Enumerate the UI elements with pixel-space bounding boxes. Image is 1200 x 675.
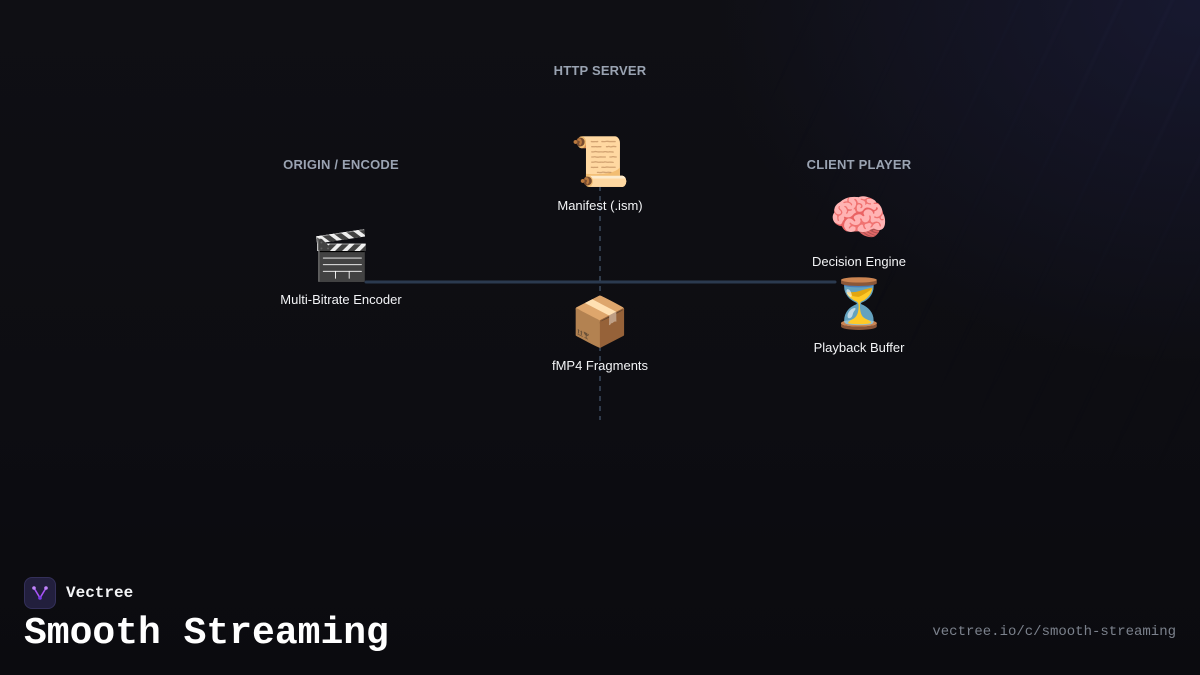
node-encoder[interactable]: 🎬 Multi-Bitrate Encoder — [241, 228, 441, 307]
hourglass-icon: ⏳ — [829, 276, 889, 332]
group-label-origin-encode: ORIGIN / ENCODE — [283, 157, 399, 172]
node-label: Decision Engine — [812, 254, 906, 269]
package-icon: 📦 — [570, 294, 630, 350]
clapperboard-icon: 🎬 — [311, 228, 371, 284]
node-manifest[interactable]: 📜 Manifest (.ism) — [500, 134, 700, 213]
node-label: Manifest (.ism) — [557, 198, 643, 213]
node-label: Multi-Bitrate Encoder — [280, 292, 402, 307]
scroll-icon: 📜 — [570, 134, 630, 190]
node-fragments[interactable]: 📦 fMP4 Fragments — [500, 294, 700, 373]
group-label-http-server: HTTP SERVER — [553, 63, 647, 78]
node-playback-buffer[interactable]: ⏳ Playback Buffer — [759, 276, 959, 355]
group-label-client-player: CLIENT PLAYER — [806, 157, 912, 172]
node-label: fMP4 Fragments — [551, 358, 649, 373]
node-label: Playback Buffer — [813, 340, 905, 355]
brain-icon: 🧠 — [829, 190, 889, 246]
node-decision-engine[interactable]: 🧠 Decision Engine — [759, 190, 959, 269]
brand-name: Vectree — [66, 584, 134, 602]
page-url[interactable]: vectree.io/c/smooth-streaming — [932, 624, 1176, 640]
page-title: Smooth Streaming — [24, 612, 389, 655]
vectree-logo-icon — [24, 577, 56, 609]
brand[interactable]: Vectree — [24, 577, 133, 609]
